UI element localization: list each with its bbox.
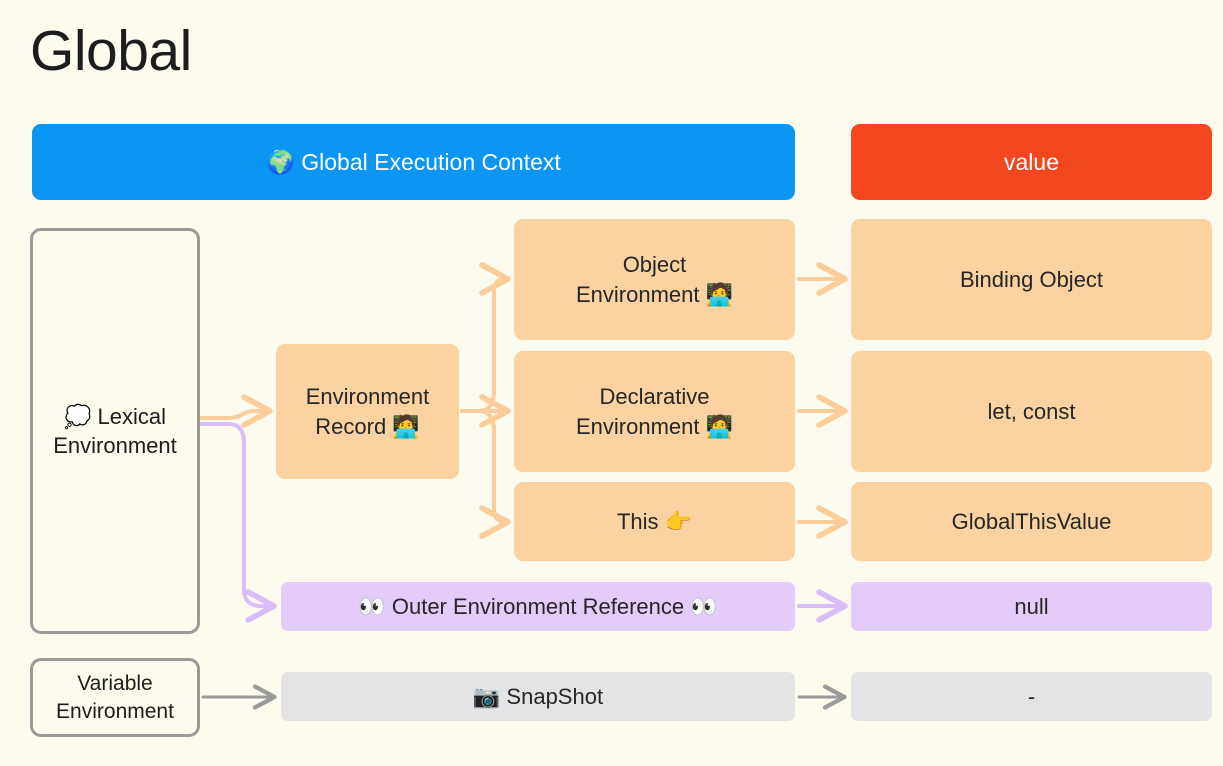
node-snapshot[interactable]: 📷 SnapShot: [281, 672, 795, 721]
value-binding-object[interactable]: Binding Object: [851, 219, 1212, 340]
node-declarative-environment[interactable]: Declarative Environment 🧑‍💻: [514, 351, 795, 472]
arrow-lexical-to-outer-reference: [198, 422, 277, 623]
value-let-const[interactable]: let, const: [851, 351, 1212, 472]
value-column-header[interactable]: value: [851, 124, 1212, 200]
value-global-this-value[interactable]: GlobalThisValue: [851, 482, 1212, 561]
arrow-record-to-object-environment: [460, 262, 511, 413]
value-dash[interactable]: -: [851, 672, 1212, 721]
node-variable-environment[interactable]: Variable Environment: [30, 658, 200, 737]
global-execution-context-header[interactable]: 🌍 Global Execution Context: [32, 124, 795, 200]
node-object-environment[interactable]: Object Environment 🧑‍💻: [514, 219, 795, 340]
value-null[interactable]: null: [851, 582, 1212, 631]
arrow-record-to-this: [460, 409, 511, 539]
arrow-lexical-to-environment-record: [198, 394, 273, 428]
page-title: Global: [30, 19, 192, 83]
node-outer-environment-reference[interactable]: 👀 Outer Environment Reference 👀: [281, 582, 795, 631]
node-environment-record[interactable]: Environment Record 🧑‍💻: [276, 344, 459, 479]
node-lexical-environment[interactable]: 💭 Lexical Environment: [30, 228, 200, 634]
node-this[interactable]: This 👉: [514, 482, 795, 561]
